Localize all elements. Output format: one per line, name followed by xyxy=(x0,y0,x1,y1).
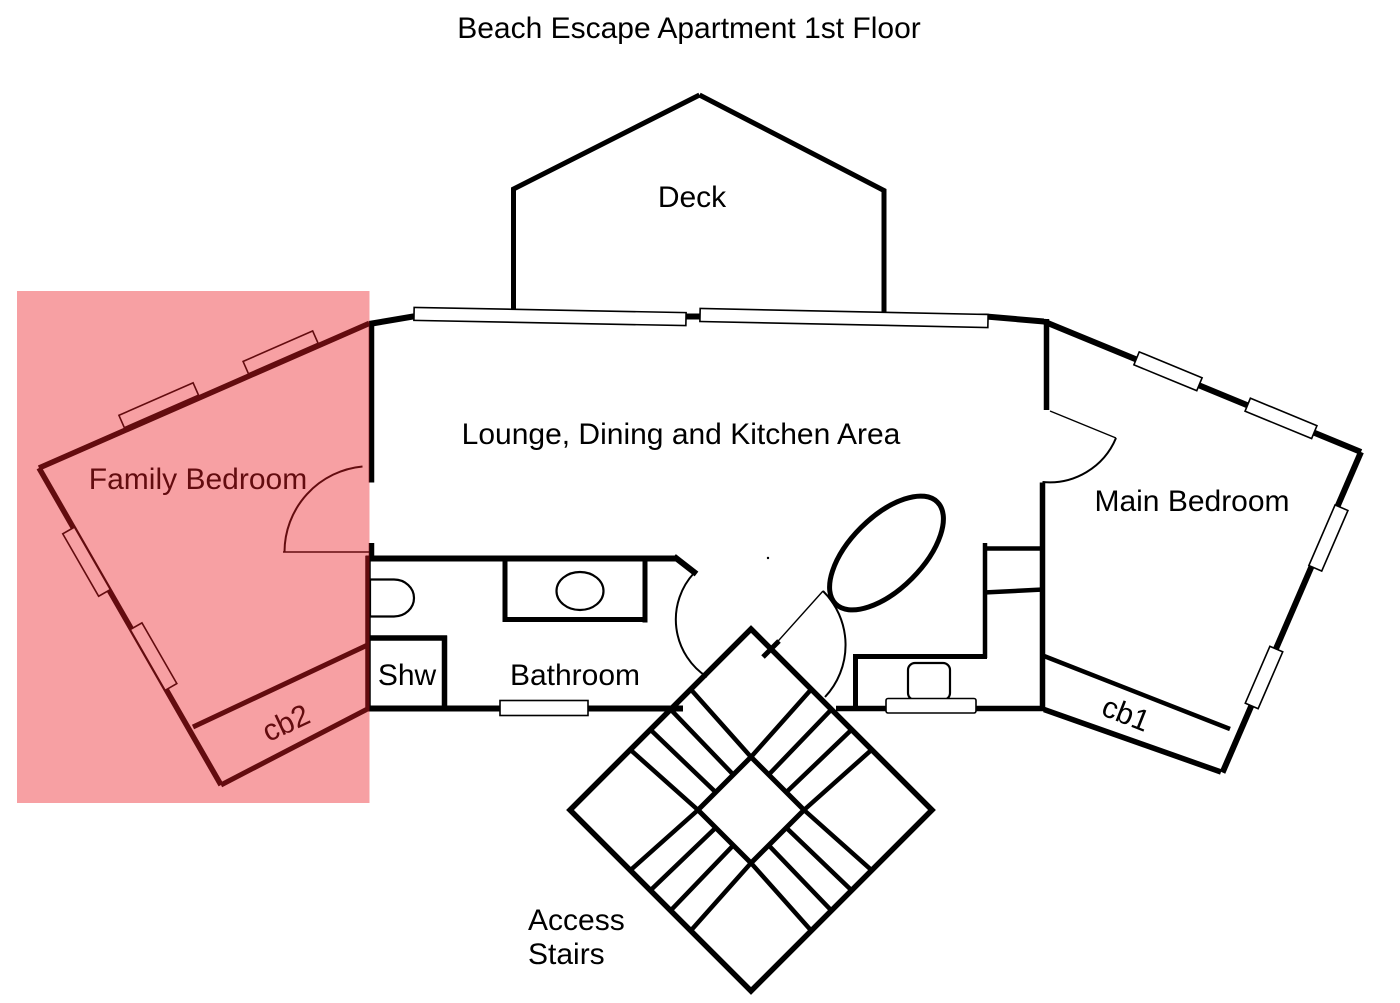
deck-wall-right xyxy=(698,92,887,314)
stairs-treads xyxy=(628,687,874,933)
bathroom-top-wall-corner xyxy=(672,554,699,577)
stairs-label-line1: Access xyxy=(528,904,625,937)
deck-label: Deck xyxy=(658,181,727,214)
family-bedroom-door-arc xyxy=(283,465,363,553)
windows xyxy=(61,306,1349,717)
hall-door-leaf xyxy=(770,590,824,650)
lounge-window-right xyxy=(699,307,989,329)
toilet xyxy=(885,661,977,714)
main-bedroom-label: Main Bedroom xyxy=(1094,485,1289,518)
bathroom-door-arc xyxy=(674,572,708,678)
hall-door-jamb xyxy=(761,639,781,659)
vanity-basin xyxy=(555,570,605,612)
stairs-label-line2: Stairs xyxy=(528,938,605,971)
tub-oval xyxy=(827,493,946,613)
family-bedroom-highlight xyxy=(17,291,370,803)
family-bedroom-walls xyxy=(36,320,371,788)
labels: Beach Escape Apartment 1st Floor Deck Lo… xyxy=(89,12,1290,971)
hall-door xyxy=(761,590,847,698)
deck-wall-left xyxy=(511,92,701,312)
family-window-4 xyxy=(129,621,178,692)
toilet-cistern xyxy=(906,661,952,702)
hand-basin xyxy=(368,578,416,618)
main-bedroom-door-arc xyxy=(1042,437,1117,484)
family-bedroom-label: Family Bedroom xyxy=(89,463,307,496)
closet-shelf-wall xyxy=(983,587,1044,595)
family-bedroom-west-wall xyxy=(36,466,224,787)
lounge-window-left xyxy=(413,306,687,327)
shower-label: Shw xyxy=(378,659,437,692)
plan-title: Beach Escape Apartment 1st Floor xyxy=(457,12,921,45)
family-bedroom-door xyxy=(283,465,371,553)
hall-door-arc xyxy=(822,590,847,698)
bathroom-fixtures xyxy=(368,570,708,678)
lounge-label: Lounge, Dining and Kitchen Area xyxy=(462,418,901,451)
family-window-1 xyxy=(117,381,200,429)
main-window-4 xyxy=(1244,645,1284,710)
family-bedroom-top-wall xyxy=(37,320,371,471)
stray-dot xyxy=(766,556,770,560)
main-window-3 xyxy=(1307,503,1349,573)
family-window-2 xyxy=(242,329,320,375)
cupboard1-wall xyxy=(1043,653,1231,732)
main-bedroom-door-leaf xyxy=(1049,410,1117,439)
bathroom-window xyxy=(499,699,589,717)
toilet-pan xyxy=(885,697,977,714)
bathroom-label: Bathroom xyxy=(510,659,640,692)
family-window-3 xyxy=(61,526,112,598)
deck-outline xyxy=(511,92,887,314)
main-bedroom-bottom-wall xyxy=(1043,706,1222,775)
main-window-2 xyxy=(1244,397,1318,440)
main-bedroom-door xyxy=(1042,410,1117,484)
cupboard2-upper-wall xyxy=(191,643,368,730)
cupboard2-lower-wall xyxy=(219,707,368,788)
main-window-1 xyxy=(1132,350,1204,392)
access-stairs xyxy=(566,625,936,995)
